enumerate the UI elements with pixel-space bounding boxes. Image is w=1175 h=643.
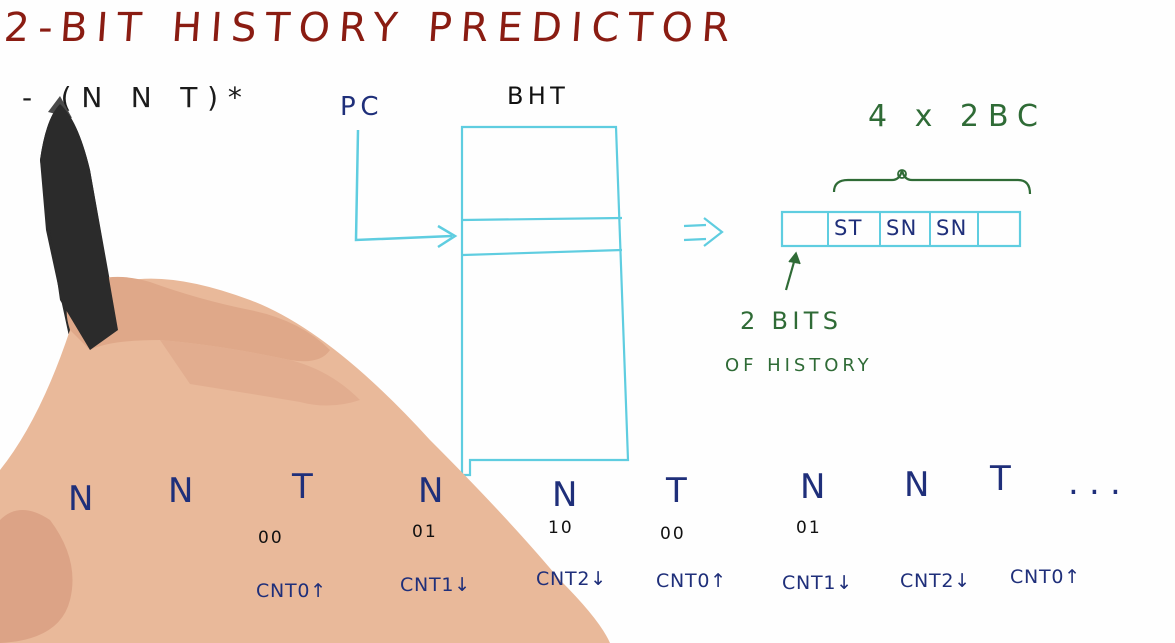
pc-arrowhead bbox=[437, 224, 458, 249]
pen-upper bbox=[40, 104, 118, 350]
outcome-4: N bbox=[418, 471, 444, 511]
implies-line-bottom bbox=[683, 237, 707, 242]
entry-cell-sn-2: SN bbox=[936, 216, 968, 240]
history-value-1: 00 bbox=[258, 528, 284, 548]
history-note-line1: 2 BITS bbox=[740, 307, 843, 335]
counter-update-6: CNT2↓ bbox=[900, 570, 971, 592]
outcome-8: N bbox=[904, 465, 930, 505]
bht-entry-box bbox=[780, 210, 1022, 248]
pc-label: PC bbox=[340, 92, 384, 122]
outcome-9: T bbox=[990, 459, 1011, 499]
implies-line-top bbox=[683, 223, 707, 228]
counter-update-2: CNT1↓ bbox=[400, 574, 471, 596]
counters-brace bbox=[832, 169, 1032, 195]
counter-update-7: CNT0↑ bbox=[1010, 566, 1081, 588]
outcome-1: N bbox=[68, 479, 94, 519]
bht-label: BHT bbox=[507, 82, 570, 110]
history-value-3: 10 bbox=[548, 518, 574, 538]
history-value-4: 00 bbox=[660, 524, 686, 544]
outcome-2: N bbox=[168, 471, 194, 511]
counter-update-1: CNT0↑ bbox=[256, 580, 327, 602]
pc-arrow bbox=[354, 129, 453, 242]
counter-update-3: CNT2↓ bbox=[536, 568, 607, 590]
history-value-2: 01 bbox=[412, 522, 438, 542]
history-note-line2: OF HISTORY bbox=[725, 355, 873, 376]
hand-thumb bbox=[0, 510, 73, 643]
counter-update-4: CNT0↑ bbox=[656, 570, 727, 592]
hand-palm bbox=[0, 278, 610, 643]
entry-cell-st: ST bbox=[834, 216, 863, 240]
hand-index-finger bbox=[66, 276, 331, 362]
outcome-3: T bbox=[292, 467, 313, 507]
bht-row-bottom bbox=[462, 248, 623, 257]
bht-table bbox=[460, 125, 630, 477]
entry-cell-sn-1: SN bbox=[886, 216, 918, 240]
hand-illustration bbox=[0, 96, 610, 643]
outcome-6: T bbox=[666, 471, 687, 511]
counter-update-5: CNT1↓ bbox=[782, 572, 853, 594]
bht-row-top bbox=[461, 216, 623, 222]
counters-label: 4 x 2BC bbox=[868, 99, 1048, 134]
outcome-7: N bbox=[800, 467, 826, 507]
implies-head bbox=[703, 217, 724, 247]
history-value-5: 01 bbox=[796, 518, 822, 538]
history-arrowhead bbox=[788, 251, 801, 265]
hand-knuckles bbox=[160, 340, 360, 406]
outcome-5: N bbox=[552, 475, 578, 515]
outcome-ellipsis: ... bbox=[1068, 463, 1132, 503]
brace-tip bbox=[897, 169, 907, 179]
